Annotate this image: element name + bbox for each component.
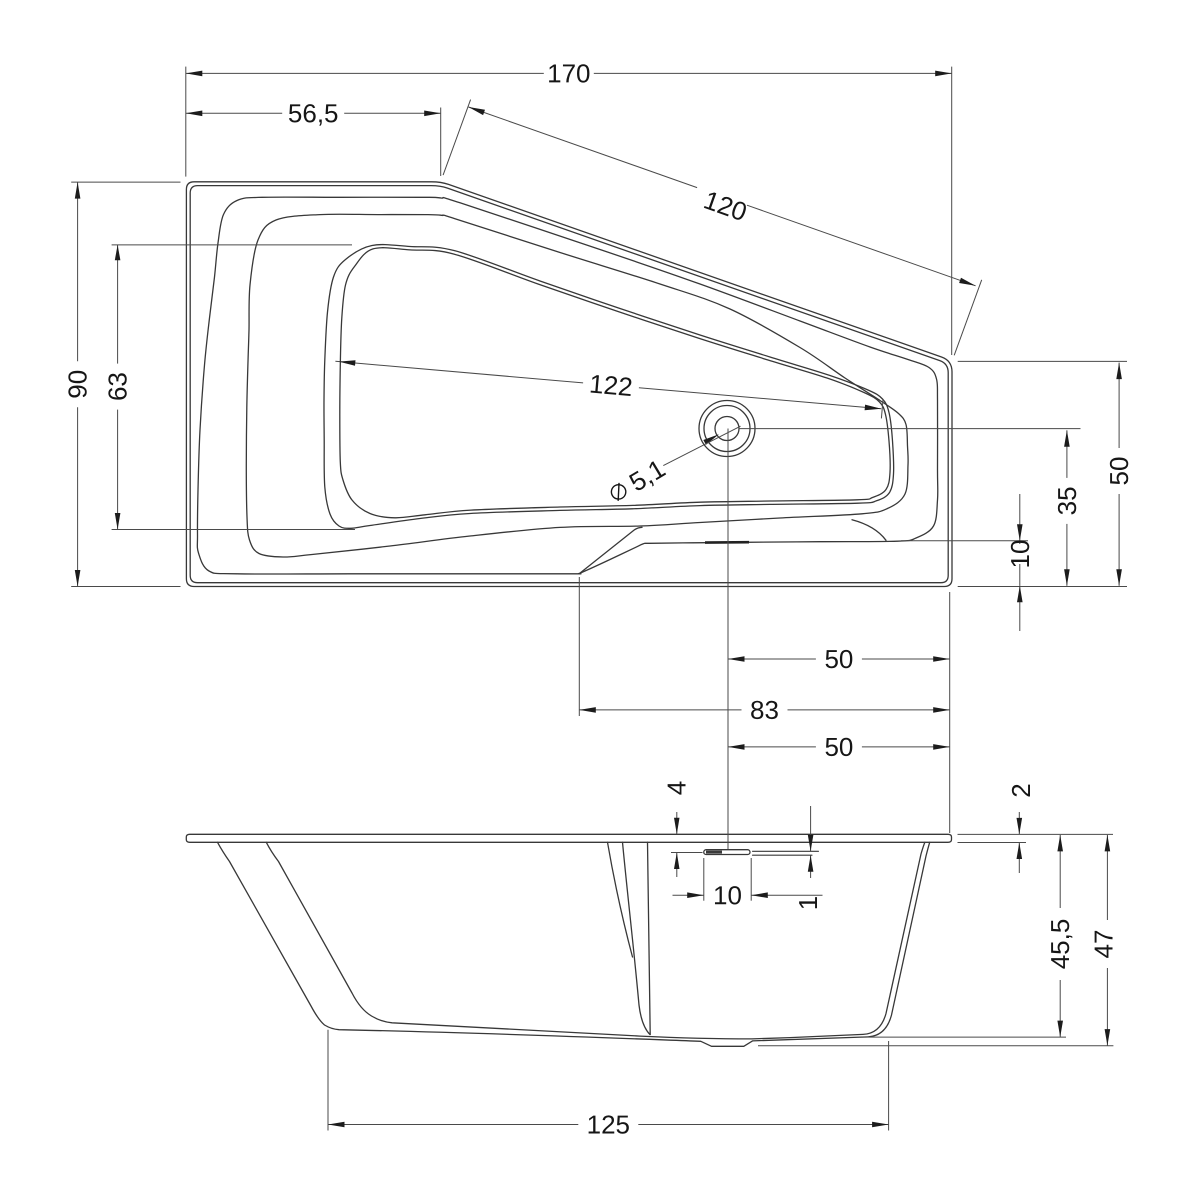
svg-text:2: 2: [1006, 783, 1036, 797]
svg-text:50: 50: [824, 732, 853, 762]
svg-text:63: 63: [103, 372, 133, 401]
svg-text:47: 47: [1089, 930, 1119, 959]
svg-text:122: 122: [588, 368, 634, 402]
svg-text:125: 125: [587, 1109, 630, 1139]
svg-text:56,5: 56,5: [288, 98, 339, 128]
svg-text:90: 90: [63, 370, 93, 399]
svg-text:1: 1: [793, 896, 823, 910]
svg-text:45,5: 45,5: [1045, 919, 1075, 970]
svg-text:4: 4: [662, 781, 692, 795]
svg-text:50: 50: [824, 644, 853, 674]
svg-text:10: 10: [713, 880, 742, 910]
svg-text:83: 83: [750, 695, 779, 725]
svg-text:35: 35: [1052, 486, 1082, 515]
svg-text:10: 10: [1005, 540, 1035, 569]
svg-text:50: 50: [1104, 457, 1134, 486]
svg-text:170: 170: [547, 58, 590, 88]
